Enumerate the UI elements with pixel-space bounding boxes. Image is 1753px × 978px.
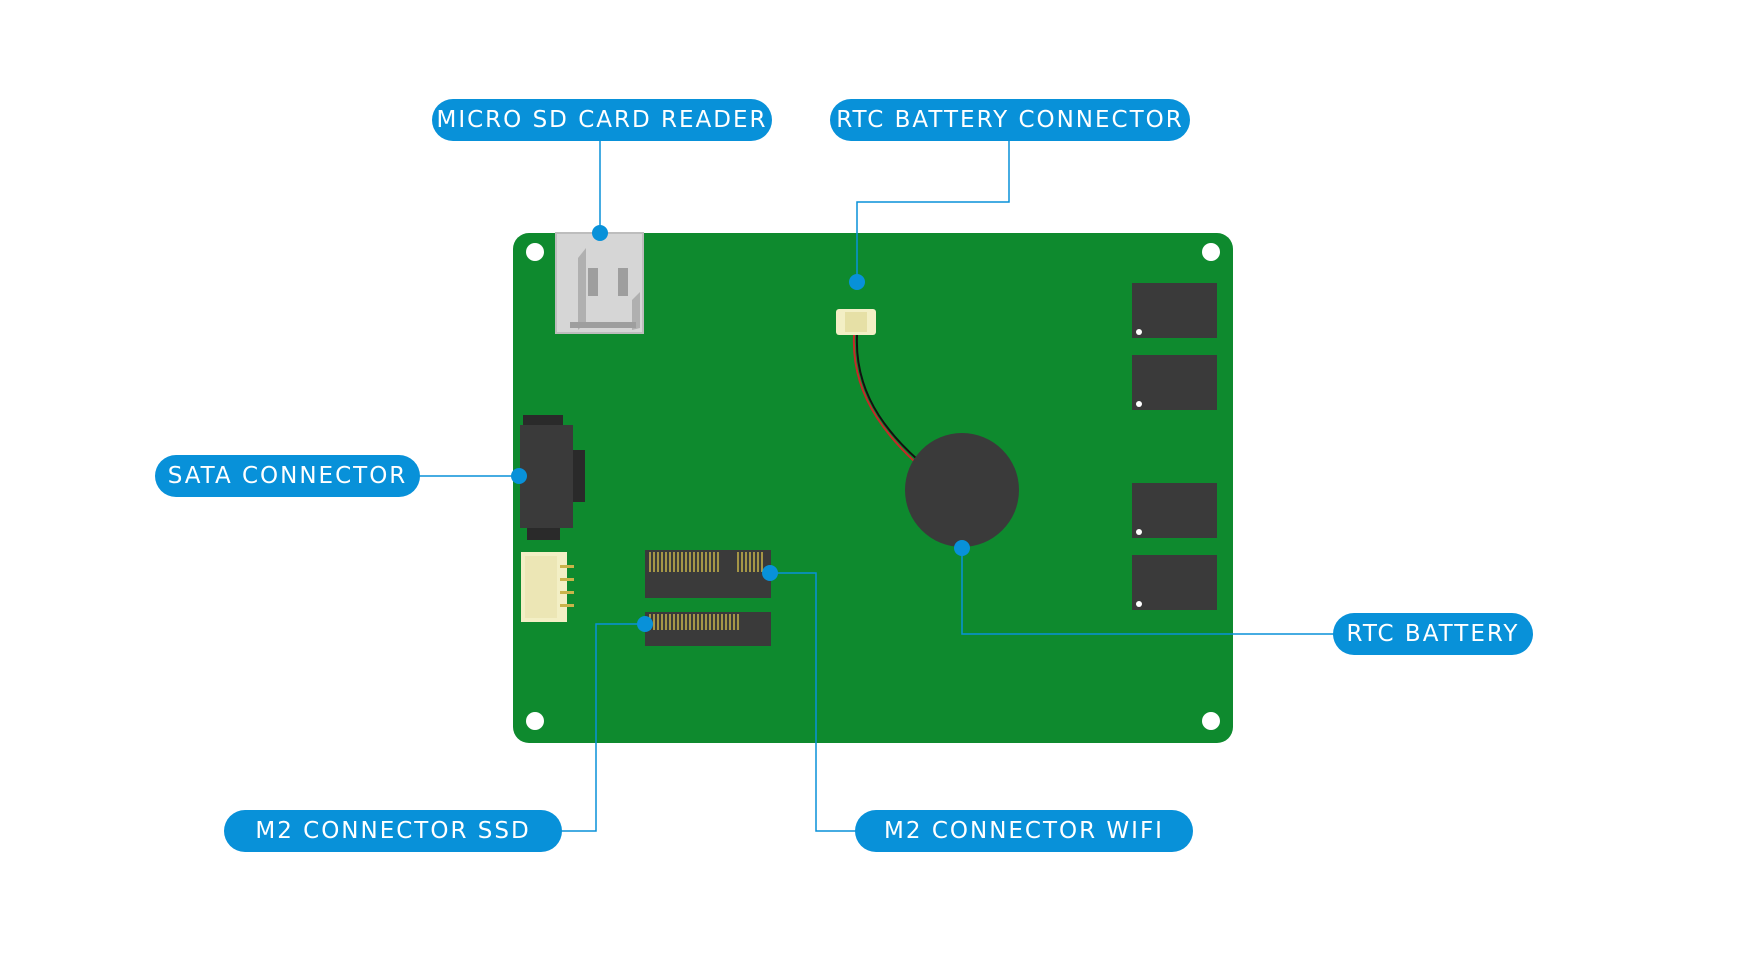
m2-ssd-slot: [645, 612, 771, 646]
callout-micro-sd-card-reader: MICRO SD CARD READER: [432, 99, 772, 141]
micro-sd-slot: [555, 232, 644, 334]
callout-rtc-battery: RTC BATTERY: [1333, 613, 1533, 655]
leader-lines: [418, 141, 1335, 832]
callout-m2-connector-ssd: M2 CONNECTOR SSD: [224, 810, 562, 852]
mounting-hole-top-right: [1202, 243, 1220, 261]
power-header: [521, 552, 574, 622]
mounting-hole-bottom-left: [526, 712, 544, 730]
callout-m2-connector-wifi: M2 CONNECTOR WIFI: [855, 810, 1193, 852]
mounting-hole-top-left: [526, 243, 544, 261]
callout-rtc-battery-connector: RTC BATTERY CONNECTOR: [830, 99, 1190, 141]
rtc-battery-cell: [905, 433, 1019, 547]
callout-sata-connector: SATA CONNECTOR: [155, 455, 420, 497]
sata-connector-part: [520, 415, 585, 540]
mounting-hole-bottom-right: [1202, 712, 1220, 730]
memory-chips: [1132, 283, 1217, 610]
m2-wifi-slot: [645, 550, 771, 598]
rtc-battery-connector-part: [836, 309, 919, 463]
anchor-dots: [511, 225, 970, 632]
